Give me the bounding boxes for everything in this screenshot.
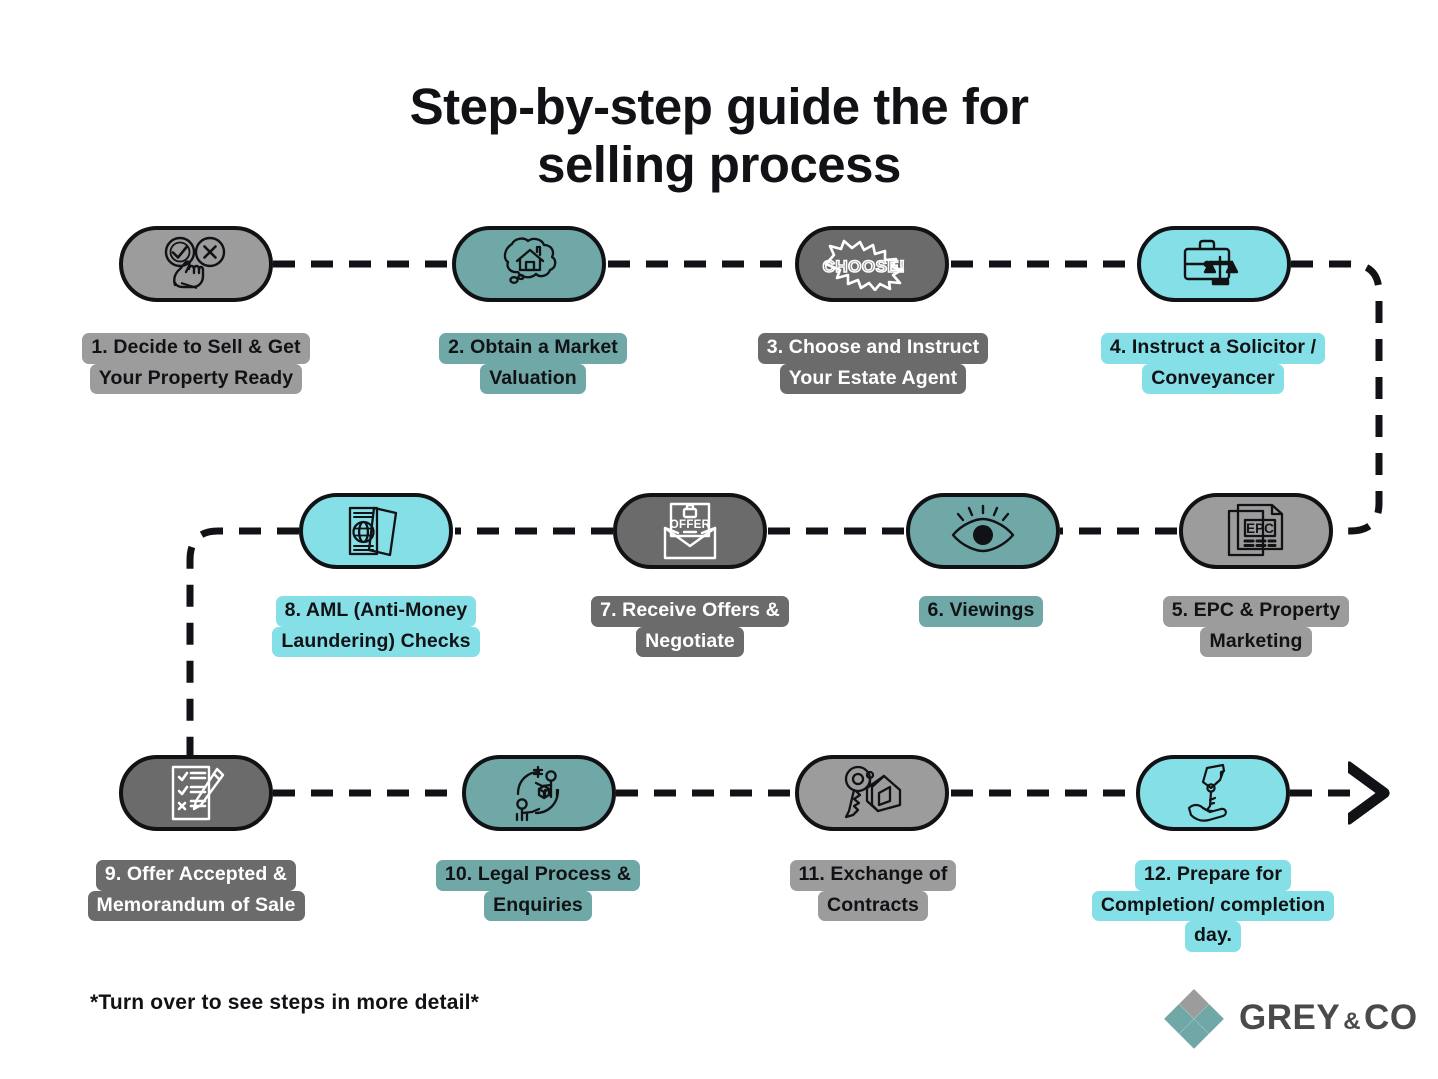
step-9-label: 9. Offer Accepted & Memorandum of Sale <box>46 860 346 922</box>
connector-8-9 <box>186 527 299 797</box>
approve-reject-tap-icon <box>164 236 226 289</box>
step-10-icon-pill[interactable] <box>462 755 616 831</box>
step-8-label: 8. AML (Anti-Money Laundering) Checks <box>226 596 526 658</box>
step-2-label: 2. Obtain a Market Valuation <box>383 333 683 395</box>
step-3-label-line-1: 3. Choose and Instruct <box>757 333 989 364</box>
step-9-label-line-1: 9. Offer Accepted & <box>95 860 297 891</box>
step-1-icon-pill[interactable] <box>119 226 273 302</box>
step-7-label: 7. Receive Offers & Negotiate <box>540 596 840 658</box>
house-keys-icon <box>844 765 902 819</box>
step-3-label-line-2: Your Estate Agent <box>779 363 967 395</box>
svg-text:EPC: EPC <box>1246 521 1274 536</box>
logo-ampersand: & <box>1343 1008 1362 1035</box>
logo-wordmark: GREY & CO <box>1239 998 1418 1038</box>
step-5-label-line-2: Marketing <box>1200 626 1312 658</box>
step-1-label: 1. Decide to Sell & Get Your Property Re… <box>46 333 346 395</box>
page-title: Step-by-step guide the for selling proce… <box>409 78 1029 194</box>
choose-starburst-icon: CHOOSE! <box>822 239 906 291</box>
step-10-label: 10. Legal Process & Enquiries <box>388 860 688 922</box>
step-7-icon-pill[interactable]: OFFER <box>613 493 767 569</box>
step-11-icon-pill[interactable] <box>795 755 949 831</box>
connector-4-5 <box>1291 260 1383 535</box>
step-8-icon-pill[interactable] <box>299 493 453 569</box>
step-10-label-line-1: 10. Legal Process & <box>435 860 641 891</box>
step-5-label: 5. EPC & Property Marketing <box>1106 596 1406 658</box>
step-4-icon-pill[interactable] <box>1137 226 1291 302</box>
step-7-label-line-1: 7. Receive Offers & <box>591 596 789 627</box>
step-11-label-line-2: Contracts <box>818 890 928 922</box>
step-12-label-line-1: 12. Prepare for <box>1134 860 1292 891</box>
eye-icon <box>951 504 1015 553</box>
svg-text:CHOOSE!: CHOOSE! <box>823 257 906 276</box>
step-1-label-line-1: 1. Decide to Sell & Get <box>82 333 310 364</box>
step-7-label-line-2: Negotiate <box>636 626 744 658</box>
step-6-label-line-1: 6. Viewings <box>918 596 1044 627</box>
step-12-label-line-2: Completion/ completion <box>1091 890 1335 922</box>
step-5-icon-pill[interactable]: EPC <box>1179 493 1333 569</box>
step-4-label-line-1: 4. Instruct a Solicitor / <box>1100 333 1326 364</box>
brand-logo: GREY & CO <box>1163 987 1418 1049</box>
svg-text:OFFER: OFFER <box>670 519 711 531</box>
step-11-label: 11. Exchange of Contracts <box>723 860 1023 922</box>
step-12-icon-pill[interactable] <box>1136 755 1290 831</box>
step-2-label-line-2: Valuation <box>480 363 586 395</box>
grey-and-co-diamond-icon <box>1164 989 1224 1049</box>
step-3-label: 3. Choose and Instruct Your Estate Agent <box>723 333 1023 395</box>
step-8-label-line-2: Laundering) Checks <box>272 626 480 658</box>
step-10-label-line-2: Enquiries <box>484 890 592 922</box>
logo-word-grey: GREY <box>1239 998 1341 1037</box>
step-12-label-line-3: day. <box>1185 921 1241 953</box>
epc-document-icon: EPC <box>1227 503 1284 557</box>
step-6-icon-pill[interactable] <box>906 493 1060 569</box>
offer-envelope-icon: OFFER <box>663 502 717 560</box>
step-4-label-line-2: Conveyancer <box>1142 363 1284 395</box>
checklist-pencil-icon <box>171 765 225 821</box>
step-2-label-line-1: 2. Obtain a Market <box>439 333 627 364</box>
step-11-label-line-1: 11. Exchange of <box>789 860 957 891</box>
thought-bubble-house-icon <box>503 237 557 284</box>
step-3-icon-pill[interactable]: CHOOSE! <box>795 226 949 302</box>
step-12-label: 12. Prepare for Completion/ completion d… <box>1063 860 1363 953</box>
hand-holding-keys-icon <box>1187 763 1227 822</box>
passport-documents-icon <box>348 506 398 557</box>
briefcase-scales-icon <box>1183 239 1239 286</box>
step-6-label: 6. Viewings <box>831 596 1131 627</box>
logo-word-co: CO <box>1364 998 1418 1037</box>
step-2-icon-pill[interactable] <box>452 226 606 302</box>
step-9-label-line-2: Memorandum of Sale <box>87 890 305 922</box>
step-4-label: 4. Instruct a Solicitor / Conveyancer <box>1063 333 1363 395</box>
step-9-icon-pill[interactable] <box>119 755 273 831</box>
exchange-people-icon <box>515 765 560 822</box>
step-1-label-line-2: Your Property Ready <box>89 363 303 395</box>
footer-note: *Turn over to see steps in more detail* <box>90 991 480 1014</box>
step-8-label-line-1: 8. AML (Anti-Money <box>275 596 477 627</box>
step-5-label-line-1: 5. EPC & Property <box>1162 596 1350 627</box>
